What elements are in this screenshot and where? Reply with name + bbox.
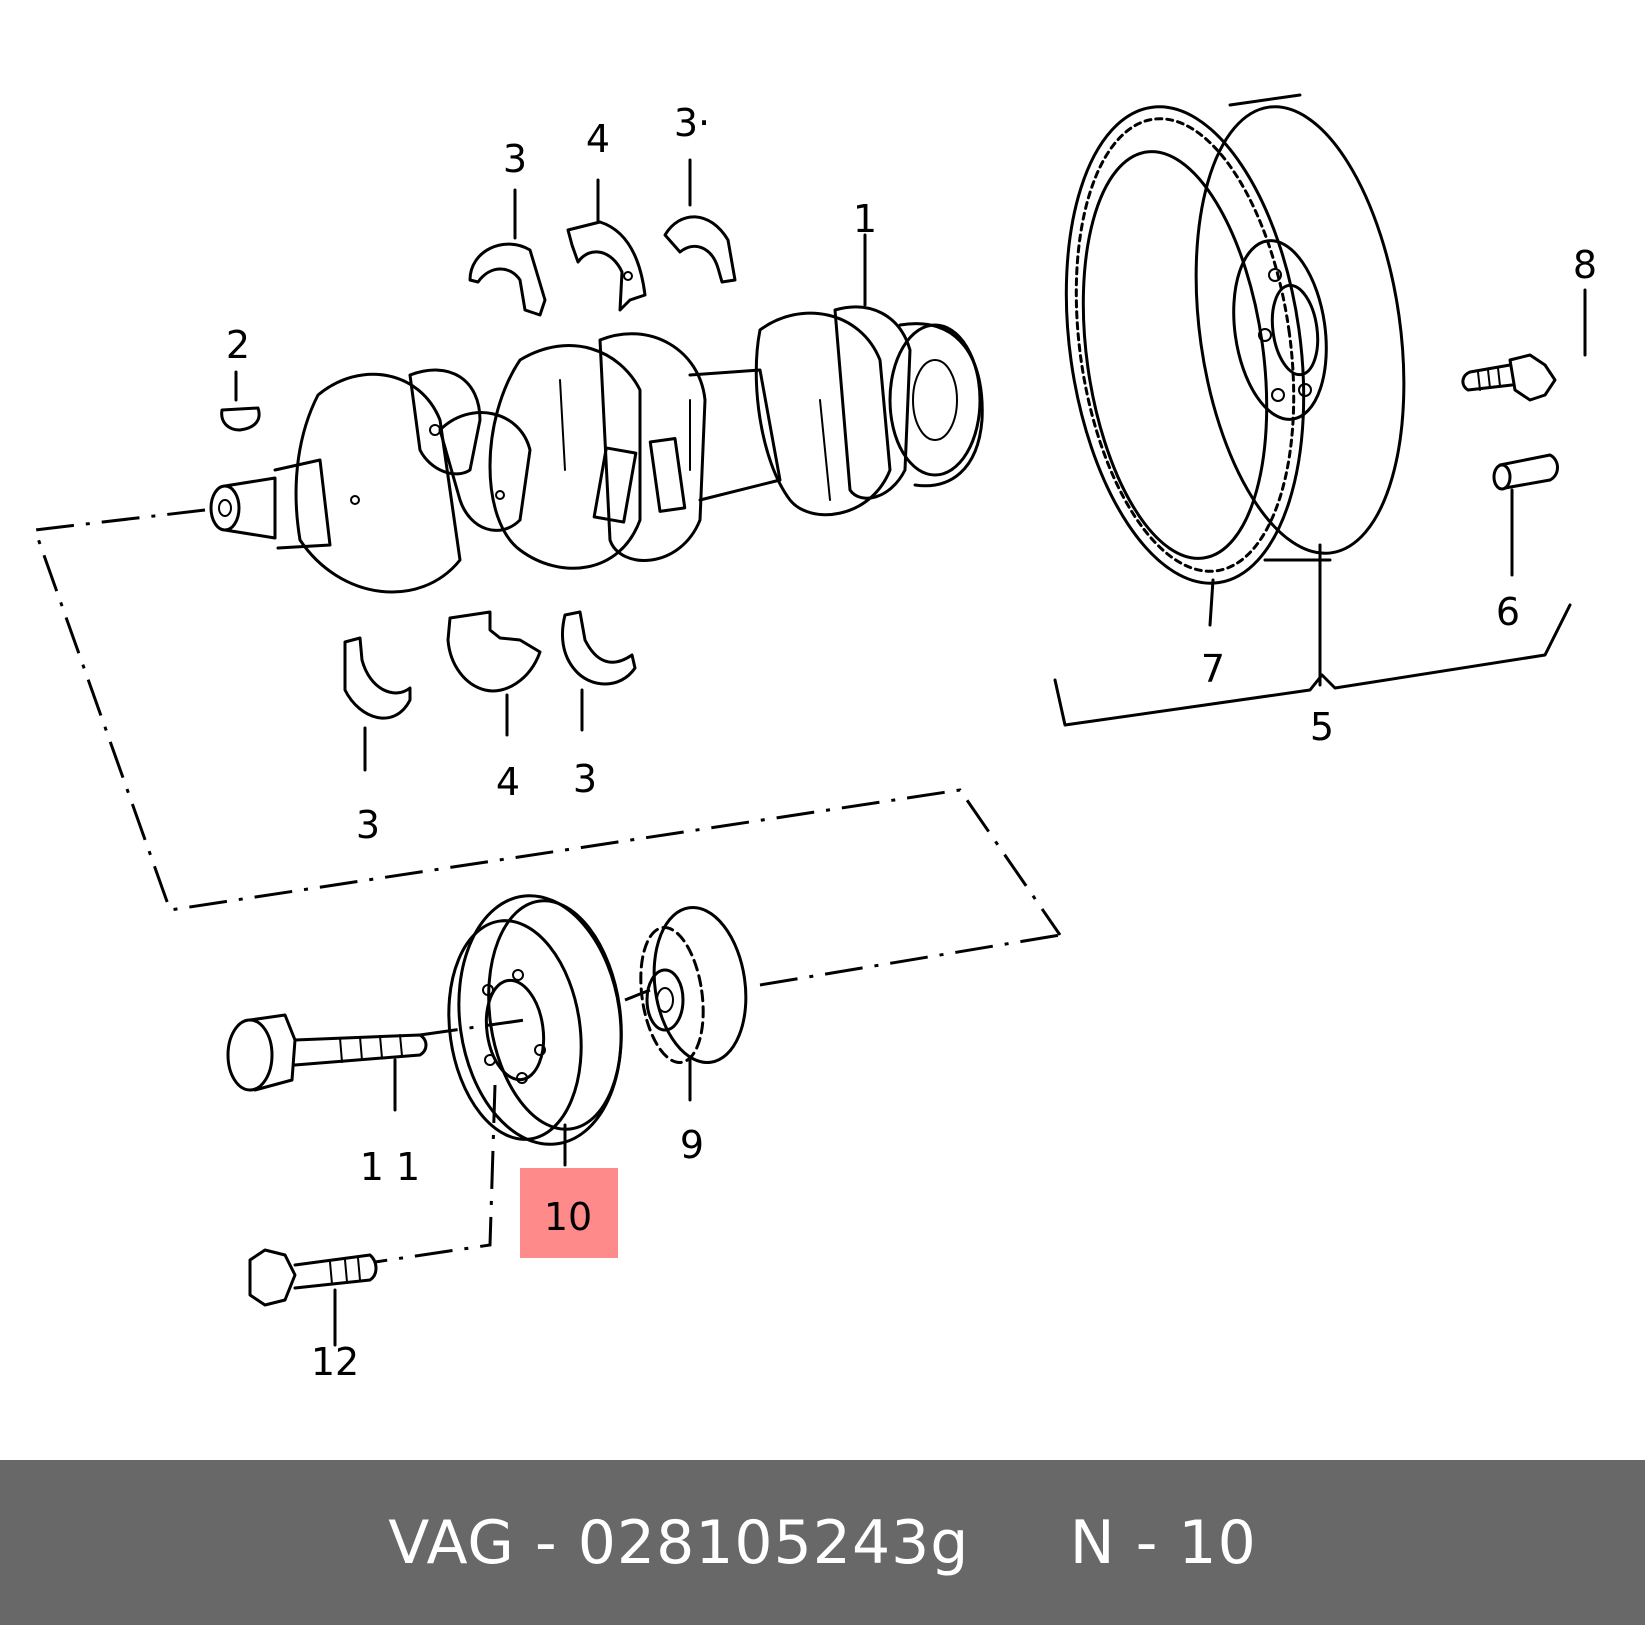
pulley-bolt bbox=[248, 1248, 378, 1347]
woodruff-key bbox=[220, 370, 261, 432]
callout-8: 8 bbox=[1573, 243, 1597, 287]
crankshaft bbox=[209, 305, 984, 594]
callout-3-bottom-right: 3 bbox=[573, 757, 597, 801]
callout-5: 5 bbox=[1310, 705, 1334, 749]
callout-7: 7 bbox=[1201, 647, 1225, 691]
callout-labels: 1 2 3 4 3· 3 4 3 5 6 7 8 9 10 1 1 12 bbox=[226, 101, 1597, 1384]
callout-4-bottom: 4 bbox=[496, 760, 520, 804]
vibration-damper bbox=[447, 894, 623, 1167]
dowel-pin bbox=[1492, 453, 1559, 577]
part-number-footer: VAG - 028105243g N - 10 bbox=[0, 1460, 1645, 1625]
assembly-guide-lines bbox=[32, 508, 1062, 1264]
callout-10: 10 bbox=[544, 1195, 592, 1239]
callout-3-top-left: 3 bbox=[503, 137, 527, 181]
callout-6: 6 bbox=[1496, 590, 1520, 634]
exploded-parts-diagram: 1 2 3 4 3· 3 4 3 5 6 7 8 9 10 1 1 12 bbox=[32, 93, 1598, 1384]
flywheel-bolt bbox=[1461, 288, 1587, 402]
crankshaft-sprocket bbox=[639, 906, 748, 1102]
callout-2: 2 bbox=[226, 323, 250, 367]
callout-1: 1 bbox=[853, 197, 877, 241]
center-bolt bbox=[226, 1013, 428, 1112]
highlight-box bbox=[520, 1168, 618, 1258]
callout-12: 12 bbox=[311, 1340, 359, 1384]
callout-11: 1 1 bbox=[360, 1145, 420, 1189]
callout-9: 9 bbox=[680, 1123, 704, 1167]
upper-bearing-shells bbox=[468, 158, 737, 317]
part-number-text: VAG - 028105243g N - 10 bbox=[388, 1507, 1257, 1578]
lower-bearing-shells bbox=[343, 610, 637, 772]
flywheel bbox=[1053, 93, 1572, 727]
callout-3-top-right: 3· bbox=[674, 101, 710, 145]
callout-4-top: 4 bbox=[586, 117, 610, 161]
callout-3-bottom-left: 3 bbox=[356, 803, 380, 847]
